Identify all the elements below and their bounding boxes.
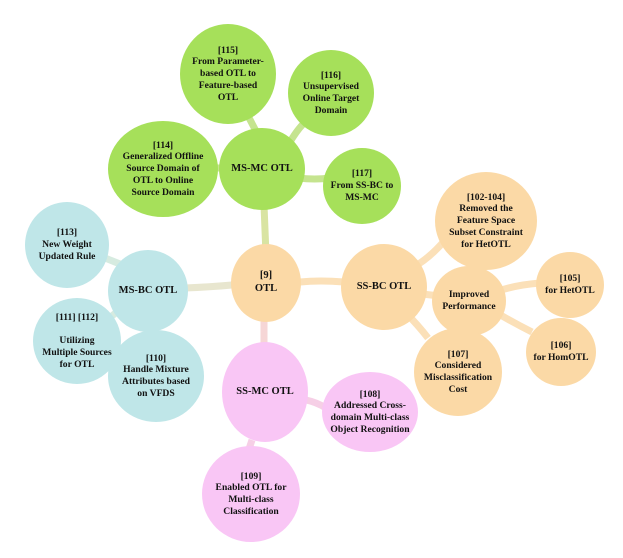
node-116: [116] Unsupervised Online Target Domain [288, 50, 374, 136]
node-improved-performance: Improved Performance [432, 266, 506, 336]
node-114: [114] Generalized Offline Source Domain … [108, 121, 218, 217]
node-ss-bc-otl: SS-BC OTL [341, 244, 427, 330]
node-108: [108] Addressed Cross- domain Multi-clas… [322, 372, 418, 452]
node-ms-mc-otl: MS-MC OTL [219, 128, 305, 210]
node-106: [106] for HomOTL [526, 318, 596, 386]
node-111-112: [111] [112] Utilizing Multiple Sources f… [33, 298, 121, 384]
node-102-104: [102-104] Removed the Feature Space Subs… [435, 172, 537, 270]
edge-center-msbc [184, 281, 233, 292]
node-ms-bc-otl: MS-BC OTL [108, 250, 188, 332]
node-109: [109] Enabled OTL for Multi-class Classi… [202, 446, 300, 542]
node-105: [105] for HetOTL [536, 252, 604, 318]
node-107: [107] Considered Misclassification Cost [414, 328, 502, 416]
node-117: [117] From SS-BC to MS-MC [323, 148, 401, 224]
node-110: [110] Handle Mixture Attributes based on… [108, 330, 204, 422]
node-113: [113] New Weight Updated Rule [25, 202, 109, 288]
node-115: [115] From Parameter- based OTL to Featu… [180, 24, 276, 124]
edge-center-ssbc [299, 277, 345, 286]
node-center-otl: [9] OTL [231, 244, 301, 322]
node-ss-mc-otl: SS-MC OTL [222, 342, 308, 442]
